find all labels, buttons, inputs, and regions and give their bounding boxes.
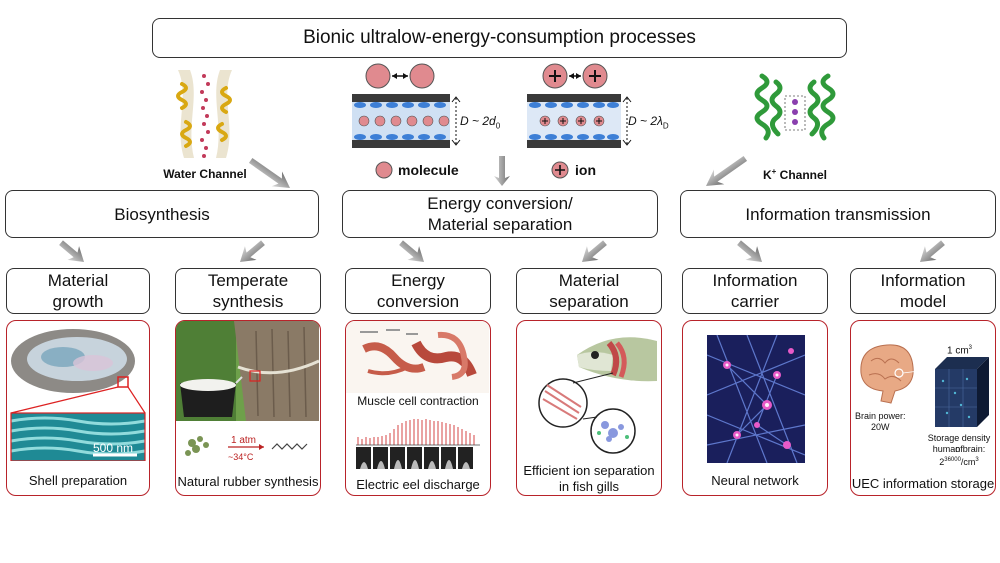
energy-separation-line2: Material separation [427, 215, 573, 234]
molecule-nanochannel [352, 63, 461, 148]
shell-image [10, 329, 146, 461]
muscle-caption: Muscle cell contraction [357, 394, 479, 408]
energy-conversion-line1: Energy [391, 271, 445, 290]
energy-conversion-box: Energy conversion [345, 268, 491, 314]
ion-legend-icon [551, 161, 569, 179]
cube-volume-label: 1 cm3 [947, 345, 973, 357]
shell-caption: Shell preparation [28, 473, 128, 488]
k-channel-label: K+ Channel [762, 167, 827, 182]
material-growth-line2: growth [52, 292, 104, 311]
brain-caption: UEC information storage [851, 476, 995, 491]
molecule-equation: D ~ 2d0 [460, 114, 501, 131]
biosynthesis-box: Biosynthesis [5, 190, 319, 238]
arrow-info-model [920, 240, 945, 262]
biosynthesis-label: Biosynthesis [114, 204, 210, 224]
fish-caption-line1: Efficient ion separation [523, 463, 655, 478]
shell-panel: 500 nm Shell preparation [6, 320, 150, 496]
information-carrier-line2: carrier [730, 292, 780, 311]
brain-power-label1: Brain power: [855, 411, 906, 421]
water-channel-illustration [176, 70, 232, 158]
ion-legend-label: ion [575, 162, 596, 178]
muscle-cell-image [346, 321, 489, 393]
storage-density-line2: human brain: [932, 444, 986, 454]
arrow-bio-temperate [240, 240, 265, 262]
material-separation-line2: separation [549, 292, 629, 311]
arrow-info-carrier [737, 240, 762, 262]
material-separation-box: Material separation [516, 268, 662, 314]
information-carrier-box: Information carrier [682, 268, 828, 314]
rubber-temperature: ~34°C [228, 452, 254, 462]
brain-power-label2: 20W [871, 422, 890, 432]
fish-gill-image [538, 337, 657, 454]
arrow-bio-growth [59, 240, 84, 262]
neural-network-image [707, 335, 805, 463]
shell-scale-bar: 500 nm [93, 441, 134, 455]
temperate-synthesis-line2: synthesis [212, 292, 284, 311]
eel-caption: Electric eel discharge [356, 477, 480, 492]
brain-storage-panel: 1 cm3 Brain power: 20W Storage density o… [850, 320, 996, 496]
material-growth-box: Material growth [6, 268, 150, 314]
information-model-line2: model [899, 292, 947, 311]
main-title: Bionic ultralow-energy-consumption proce… [303, 27, 696, 48]
arrow-en-energy [399, 240, 424, 262]
water-channel-label: Water Channel [163, 167, 247, 181]
rubber-caption: Natural rubber synthesis [177, 474, 319, 489]
information-carrier-line1: Information [712, 271, 798, 290]
material-separation-line1: Material [558, 271, 620, 290]
rubber-panel: 1 atm ~34°C Natural rubber synthesis [175, 320, 321, 496]
energy-conversion-line2: conversion [376, 292, 460, 311]
main-title-box: Bionic ultralow-energy-consumption proce… [152, 18, 847, 58]
energy-separation-line1: Energy conversion/ [427, 194, 573, 213]
arrow-en-separation [582, 240, 607, 262]
rubber-tree-image [176, 321, 319, 421]
arrow-to-biosynthesis [248, 158, 290, 188]
energy-separation-box: Energy conversion/ Material separation [342, 190, 658, 238]
storage-density-value: 236000/cm3 [939, 457, 979, 467]
arrow-to-energy [494, 156, 510, 186]
brain-cube-image [860, 344, 989, 427]
k-channel-illustration [754, 73, 836, 141]
temperate-synthesis-box: Temperate synthesis [175, 268, 321, 314]
neural-caption: Neural network [711, 473, 799, 488]
eel-discharge-image [356, 419, 480, 469]
molecule-legend-label: molecule [398, 162, 459, 178]
information-transmission-box: Information transmission [680, 190, 996, 238]
temperate-synthesis-line1: Temperate [207, 271, 289, 290]
fish-gill-panel: Efficient ion separation in fish gills [516, 320, 662, 496]
ion-nanochannel [527, 63, 632, 148]
arrow-to-information [706, 156, 748, 186]
ion-equation: D ~ 2λD [628, 114, 669, 131]
material-growth-line1: Material [47, 271, 109, 290]
information-model-line1: Information [880, 271, 966, 290]
information-transmission-label: Information transmission [745, 204, 931, 224]
rubber-reaction-diagram [185, 436, 308, 456]
fish-caption-line2: in fish gills [559, 479, 619, 494]
molecule-legend-icon [375, 161, 393, 179]
storage-density-line1: Storage density of [927, 433, 991, 454]
information-model-box: Information model [850, 268, 996, 314]
electric-eel-panel: Muscle cell contraction Electric eel dis… [345, 320, 491, 496]
rubber-pressure: 1 atm [231, 435, 257, 446]
neural-network-panel: Neural network [682, 320, 828, 496]
